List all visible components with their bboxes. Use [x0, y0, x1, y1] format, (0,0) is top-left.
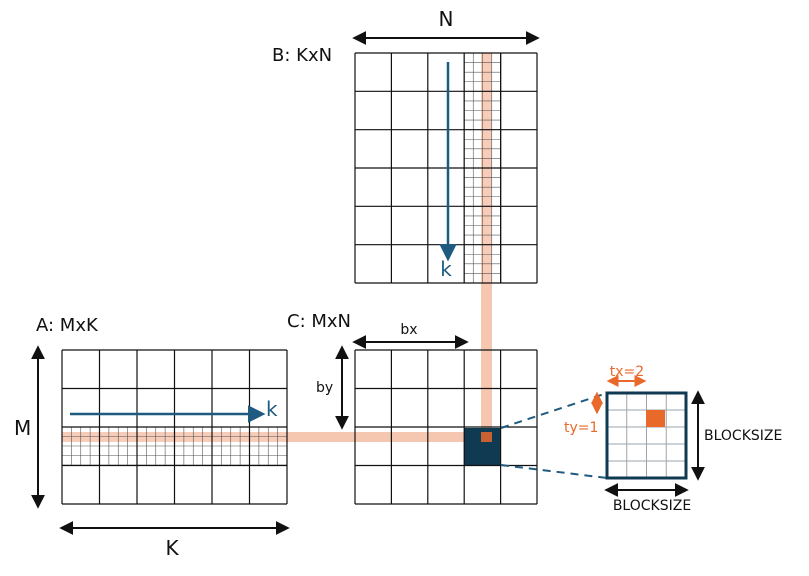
- matrix-c-active-thread: [481, 432, 492, 442]
- label-k-a: k: [266, 397, 278, 421]
- label-by: by: [316, 380, 333, 396]
- label-bx: bx: [400, 322, 417, 338]
- label-matrix-c: C: MxN: [287, 311, 351, 332]
- label-tx: tx=2: [610, 364, 644, 380]
- label-blocksize-bottom: BLOCKSIZE: [613, 498, 691, 514]
- matrix-b: [354, 52, 538, 284]
- matrix-a: [61, 349, 288, 505]
- arrows: [31, 31, 705, 535]
- label-k-b: k: [440, 257, 452, 281]
- matrix-b-grid: [354, 52, 538, 284]
- matrix-c: [354, 349, 538, 505]
- label-ty: ty=1: [564, 420, 598, 436]
- matrix-c-grid: [354, 349, 538, 505]
- zoomed-thread-cell: [646, 410, 665, 427]
- label-matrix-a: A: MxK: [36, 315, 99, 336]
- zoom-connector-top: [500, 392, 608, 429]
- zoomed-block: [500, 391, 688, 480]
- label-blocksize-right: BLOCKSIZE: [704, 428, 782, 444]
- zoomed-block-border: [605, 391, 688, 480]
- matrix-a-grid: [61, 349, 288, 505]
- label-matrix-b: B: KxN: [272, 45, 332, 66]
- labels: N B: KxN k A: MxK C: MxN bx by k M K tx=…: [14, 7, 782, 560]
- label-dim-m: M: [14, 416, 31, 440]
- label-dim-n: N: [439, 7, 454, 31]
- zoom-connector-bottom: [500, 464, 608, 479]
- label-dim-k: K: [165, 536, 179, 560]
